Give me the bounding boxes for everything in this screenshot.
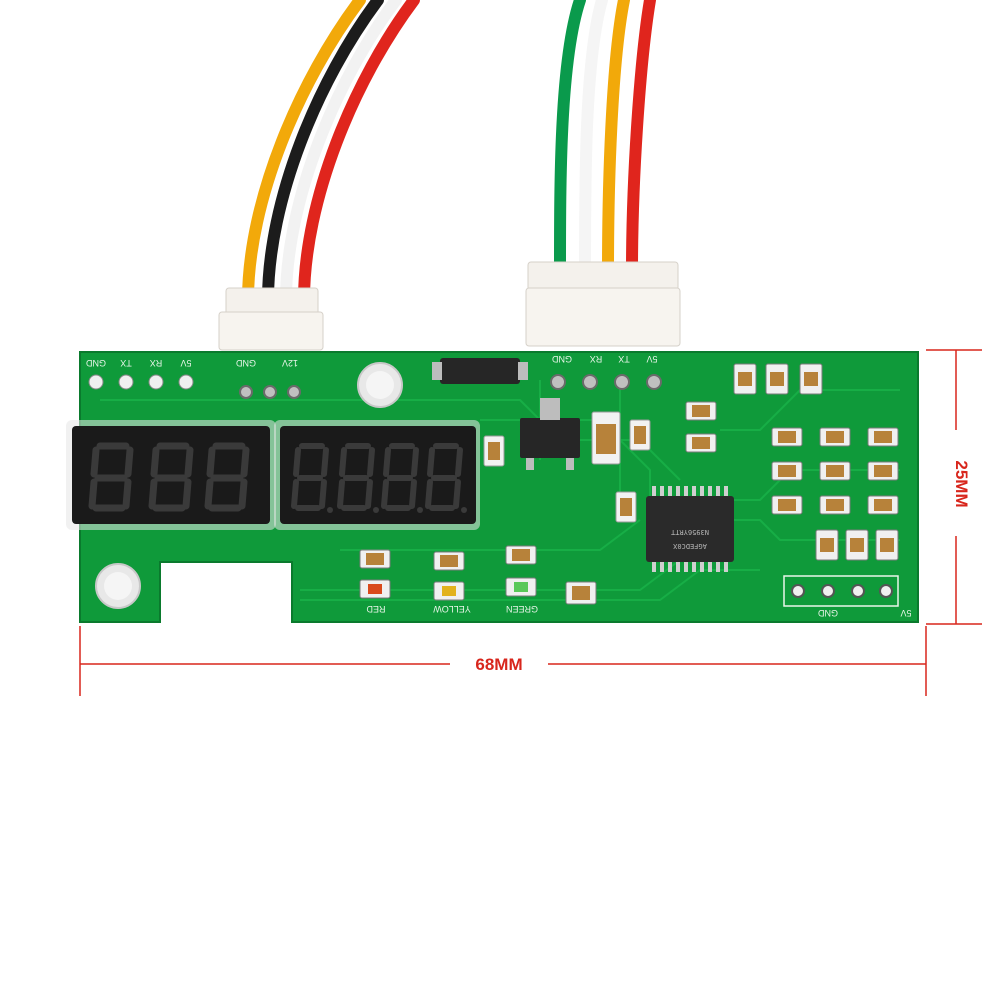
wire-red-left bbox=[298, 0, 420, 306]
capacitor-c15 bbox=[483, 435, 505, 467]
display-left bbox=[66, 420, 276, 530]
microcontroller-chip: N3956YRTT AGFEDC0X bbox=[646, 486, 734, 572]
led-label-yellow: YELLOW bbox=[433, 604, 471, 614]
dimension-width bbox=[79, 626, 927, 696]
chip-marking-line1: N3956YRTT bbox=[670, 528, 709, 536]
pin-label-uart-tx: TX bbox=[618, 354, 630, 364]
led-label-green: GREEN bbox=[506, 604, 538, 614]
led-yellow bbox=[442, 586, 456, 596]
regulator-u14 bbox=[432, 358, 528, 384]
wire-black-left bbox=[262, 0, 384, 306]
pin-label-uart-gnd: GND bbox=[552, 354, 573, 364]
capacitor-c16 bbox=[629, 419, 651, 451]
left-wire-bundle bbox=[242, 0, 420, 306]
right-wire-bundle bbox=[554, 0, 656, 276]
mounting-hole-bottom bbox=[95, 563, 141, 609]
header-power: GND 12V bbox=[236, 358, 301, 399]
pin-label-uart-5v: 5V bbox=[646, 354, 657, 364]
pin-label-left-tx: TX bbox=[120, 358, 132, 368]
pin-label-power-gnd: GND bbox=[236, 358, 257, 368]
header-prog: GND 5V bbox=[783, 575, 912, 618]
left-jst-connector bbox=[218, 287, 324, 351]
dimension-height bbox=[926, 349, 982, 625]
header-left-pins: GND TX RX 5V bbox=[86, 358, 194, 390]
wire-yellow-left bbox=[242, 0, 366, 306]
chip-marking-line2: AGFEDC0X bbox=[672, 542, 707, 550]
pin-label-left-rx: RX bbox=[150, 358, 163, 368]
pin-label-prog-gnd: GND bbox=[818, 608, 839, 618]
right-jst-connector bbox=[525, 261, 681, 347]
wire-green-right bbox=[554, 0, 586, 276]
capacitor-c6 bbox=[615, 491, 637, 523]
regulator-u9 bbox=[520, 398, 580, 470]
led-green bbox=[514, 582, 528, 592]
pin-label-left-5v: 5V bbox=[180, 358, 191, 368]
display-right bbox=[274, 420, 480, 530]
pin-label-uart-rx: RX bbox=[590, 354, 603, 364]
status-leds: RED YELLOW GREEN bbox=[359, 545, 538, 614]
pin-label-power-12v: 12V bbox=[282, 358, 298, 368]
wire-yellow-right bbox=[602, 0, 630, 276]
led-red bbox=[368, 584, 382, 594]
dimension-width-label: 68MM bbox=[475, 655, 522, 674]
wire-red-right bbox=[626, 0, 656, 276]
dimension-height-label: 25MM bbox=[952, 460, 971, 507]
wire-white-right bbox=[579, 0, 608, 276]
pin-label-prog-5v: 5V bbox=[900, 608, 911, 618]
led-label-red: RED bbox=[366, 604, 386, 614]
pin-label-left-gnd: GND bbox=[86, 358, 107, 368]
pcb-board-edge bbox=[79, 351, 919, 623]
header-uart: GND RX TX 5V bbox=[550, 354, 662, 390]
smd-components bbox=[565, 363, 899, 605]
capacitor-c12 bbox=[591, 411, 621, 465]
wire-white-left bbox=[280, 0, 402, 306]
mounting-hole-top bbox=[357, 362, 403, 408]
